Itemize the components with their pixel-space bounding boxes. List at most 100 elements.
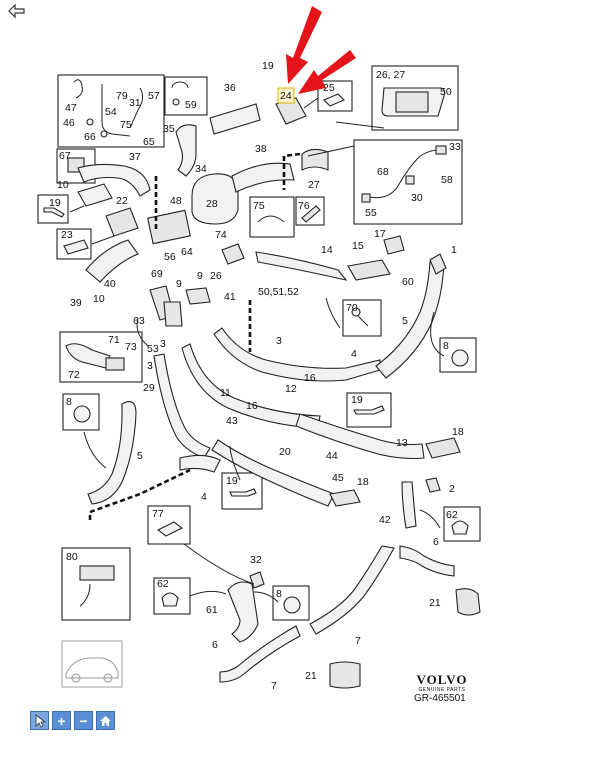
callout-76: 76 [298,200,310,212]
leader-19-lower [229,445,241,481]
callout-73: 73 [125,341,137,353]
duct-part-39 [85,239,139,283]
callout-9: 9 [176,278,182,290]
callout-46: 46 [63,117,75,129]
heater-part-56 [147,209,191,245]
callout-28: 28 [206,198,218,210]
callout-55: 55 [365,207,377,219]
vent-part-15 [347,259,391,281]
callout-50-51-52: 50,51,52 [258,286,299,298]
home-button[interactable] [96,711,115,730]
callout-69: 69 [151,268,163,280]
callout-75: 75 [253,200,265,212]
leader-8-left [83,431,107,469]
back-arrow-icon[interactable] [6,2,28,20]
duct-part-38 [231,162,295,193]
zoom-out-button[interactable]: − [74,711,93,730]
callout-75: 75 [120,119,132,131]
callout-53: 53 [147,343,159,355]
inset-box-80 [61,547,131,621]
callout-19: 19 [226,475,238,487]
zoom-in-button[interactable]: + [52,711,71,730]
callout-61: 61 [206,604,218,616]
callout-41: 41 [224,291,236,303]
callout-64: 64 [181,246,193,258]
callout-7: 7 [271,680,277,692]
callout-27: 27 [308,179,320,191]
callout-43: 43 [226,415,238,427]
callout-17: 17 [374,228,386,240]
callout-5: 5 [137,450,143,462]
vent-part-45 [329,489,361,507]
callout-56: 56 [164,251,176,263]
duct-part-22 [77,183,113,207]
callout-57: 57 [148,90,160,102]
brand-name: VOLVO [416,672,468,687]
callout-19: 19 [49,197,61,209]
callout-21: 21 [429,597,441,609]
zoom-toolbar: + − [30,711,115,731]
callout-68: 68 [377,166,389,178]
leader-8-right [430,311,445,357]
callout-9: 9 [197,270,203,282]
callout-42: 42 [379,514,391,526]
callout-19: 19 [262,60,274,72]
duct-part-4-left [179,454,221,473]
callout-4: 4 [201,491,207,503]
duct-part-35 [175,124,197,177]
callout-3: 3 [276,335,282,347]
callout-44: 44 [326,450,338,462]
diagram-code: GR-465501 [414,693,466,704]
callout-7: 7 [355,635,361,647]
callout-3: 3 [160,338,166,350]
callout-10: 10 [57,179,69,191]
callout-29: 29 [143,382,155,394]
callout-66: 66 [84,131,96,143]
part-41 [185,287,211,305]
vent-part-26 [221,243,245,265]
callout-16: 16 [246,400,258,412]
red-arrow-icon [298,50,356,94]
callout-8: 8 [443,340,449,352]
duct-part-14 [255,251,348,281]
vent-part-1 [429,253,447,275]
callout-31: 31 [129,97,141,109]
duct-part-7-right [309,545,395,635]
inset-box-46 [57,74,165,148]
callout-59: 59 [185,99,197,111]
callout-1: 1 [451,244,457,256]
leader-77 [183,543,255,585]
part-2 [425,477,441,493]
callout-6: 6 [433,536,439,548]
callout-62: 62 [157,578,169,590]
callout-18: 18 [357,476,369,488]
fastener-part-46 [86,118,94,126]
volvo-logo: VOLVO GENUINE PARTS [412,672,472,693]
callout-70: 70 [346,302,358,314]
callout-77: 77 [152,508,164,520]
red-arrow-icon [286,6,322,84]
callout-80: 80 [66,551,78,563]
leader-62-right [419,509,441,529]
cursor-icon [35,713,46,728]
callout-38: 38 [255,143,267,155]
dash-leader-a [88,468,191,520]
duct-part-7-lower [219,625,301,683]
callout-39: 39 [70,297,82,309]
callout-8: 8 [276,588,282,600]
callout-58: 58 [441,174,453,186]
inset-box-59 [164,76,208,116]
home-icon [100,715,111,726]
callout-19: 19 [351,394,363,406]
duct-part-3 [213,327,381,382]
callout-26: 26 [210,270,222,282]
duct-part-13 [295,413,425,460]
brand-subtitle: GENUINE PARTS [418,687,466,693]
wire-part-54 [101,84,131,137]
callout-16: 16 [304,372,316,384]
callout-45: 45 [332,472,344,484]
callout-37: 37 [129,151,141,163]
inset-box-70 [342,299,382,337]
callout-6: 6 [212,639,218,651]
select-tool-button[interactable] [30,711,49,730]
